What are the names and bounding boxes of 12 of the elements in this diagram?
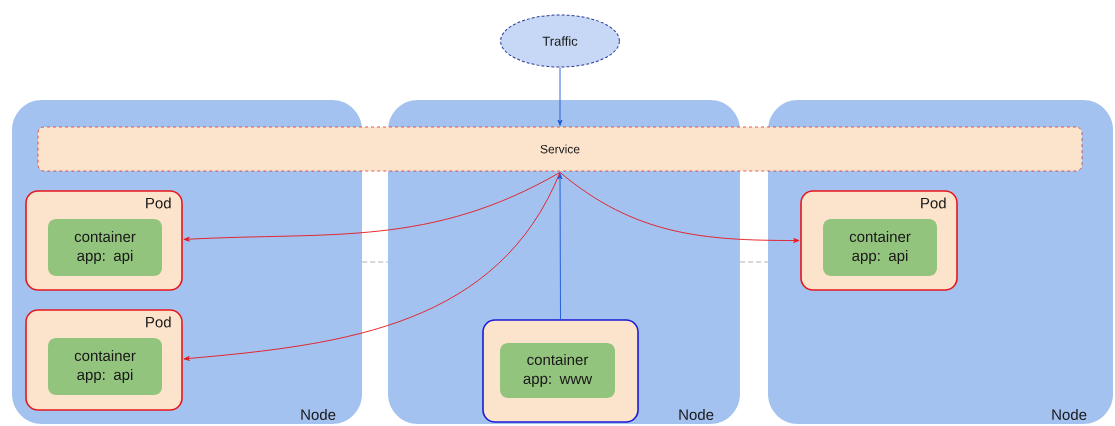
arrow xyxy=(183,171,561,361)
service-bar: Service xyxy=(37,126,1083,172)
container-box: container app: www xyxy=(500,343,615,398)
arrow xyxy=(557,67,563,126)
container-box: container app: api xyxy=(48,338,162,395)
container-box: container app: api xyxy=(48,219,162,276)
arrow xyxy=(183,171,561,242)
container-box: container app: api xyxy=(823,219,937,276)
arrow xyxy=(557,173,563,320)
connector-line xyxy=(740,261,768,263)
connector-line xyxy=(362,261,388,263)
arrow xyxy=(559,171,800,243)
